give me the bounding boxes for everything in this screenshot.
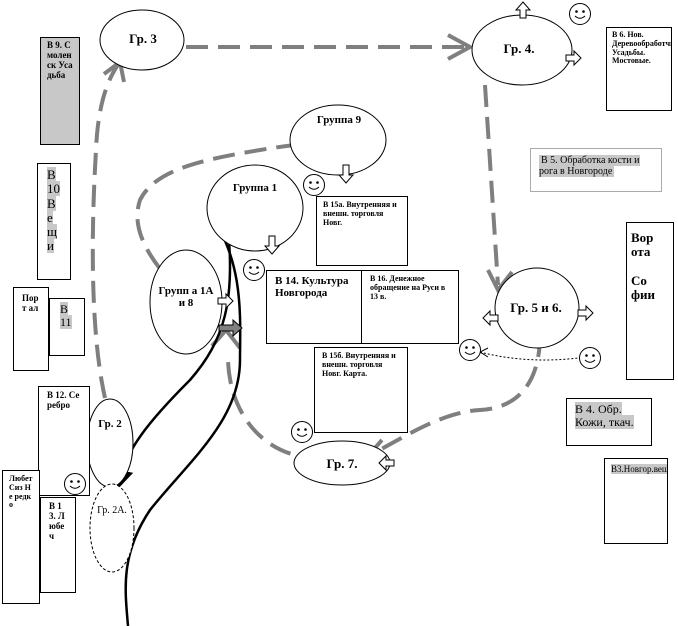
station-b16: В 16. Денежное обращение на Руси в 13 в.	[361, 270, 459, 344]
smiley-icon	[579, 347, 601, 369]
station-b13: В 13. Любеч	[40, 497, 76, 593]
arrow-right-g4	[565, 49, 582, 67]
arrow-up-g4	[514, 1, 532, 19]
label-g1a: Групп а 1А и 8	[158, 285, 214, 309]
station-b15a: В 15а. Внутренняя и внешн. торговля Новг…	[316, 196, 408, 266]
arrowhead-g5	[486, 269, 514, 294]
arrow-left-g5	[482, 309, 499, 327]
dotted-connector	[479, 351, 579, 361]
label-g7: Гр. 7.	[326, 456, 358, 472]
route-g2-g3	[90, 60, 122, 399]
smiley-icon	[303, 174, 325, 196]
route-g4-g5	[483, 84, 500, 286]
smiley-icon	[569, 3, 591, 25]
station-portal: Порт ал	[13, 287, 49, 371]
gate-line-1: Вор	[631, 230, 654, 245]
label-g4: Гр. 4.	[503, 41, 535, 57]
station-b9: В 9. Смоленск Усадьба	[40, 37, 80, 145]
station-b6: В 6. Нов. Деревообработчик. Усадьбы. Мос…	[606, 27, 672, 111]
gate-line-3	[631, 260, 669, 274]
ellipse-g9	[289, 104, 387, 176]
arrowhead-g4	[447, 33, 475, 61]
station-b10: В 10 Вещи	[37, 163, 71, 280]
gate-line-4: Со	[631, 272, 647, 288]
arrow-down-g9	[337, 164, 355, 184]
small-arrows	[217, 1, 594, 472]
label-g9: Группа 9	[316, 114, 362, 127]
arrow-right-g1a	[217, 292, 234, 310]
smiley-icon	[459, 339, 481, 361]
route-g5-g7	[369, 334, 542, 457]
station-b5: В 5. Обработка кости и рога в Новгороде	[530, 148, 662, 192]
station-b4: В 4. Обр. Кожи, ткач.	[566, 398, 652, 446]
smiley-icon	[243, 259, 265, 281]
ellipse-g5	[494, 267, 580, 349]
label-g1: Группа 1	[232, 182, 278, 195]
station-left-bottom: Любет Сиз Не редко	[2, 470, 40, 604]
ellipse-g1	[206, 164, 304, 252]
station-b3-text: В3.Новгор.вещи	[611, 464, 667, 474]
label-g2a: Гр. 2А.	[97, 504, 127, 516]
group-ellipses	[86, 9, 580, 488]
label-g5: Гр. 5 и 6.	[510, 300, 562, 316]
station-b3: В3.Новгор.вещи	[604, 458, 668, 544]
label-g3: Гр. 3	[129, 31, 157, 47]
station-b15b: В 15б. Внутренняя и внешн. торговля Новг…	[314, 347, 408, 433]
smiley-icon	[64, 473, 86, 495]
route-arrowheads	[102, 33, 514, 468]
station-gate: Вор ота Со фии	[626, 222, 674, 380]
station-b14: В 14. Культура Новгорода	[266, 270, 362, 344]
arrow-down-g1	[263, 235, 281, 255]
arrow-gray-g1a	[218, 318, 243, 338]
arrow-right-g5	[577, 304, 594, 322]
label-g2: Гр. 2	[98, 418, 122, 431]
route-solid-up	[124, 211, 242, 626]
gate-line-5: фии	[631, 286, 655, 302]
station-b10-text: В 10 Вещи	[47, 167, 60, 254]
station-b5-text: В 5. Обработка кости и рога в Новгороде	[539, 155, 640, 177]
smiley-icon	[291, 421, 313, 443]
gate-line-2: ота	[631, 244, 651, 260]
arrow-left-g7	[378, 454, 395, 472]
station-b11-text: В 11	[60, 302, 72, 330]
ellipse-g2a	[89, 483, 135, 573]
station-b11: В 11	[49, 298, 85, 356]
ellipse-g3	[99, 9, 185, 71]
station-b4-text: В 4. Обр. Кожи, ткач.	[575, 402, 634, 430]
